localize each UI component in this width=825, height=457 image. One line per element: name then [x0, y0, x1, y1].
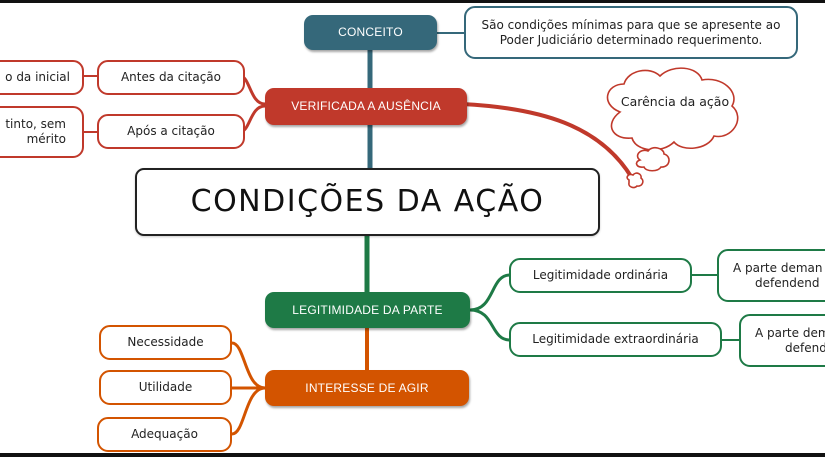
interesse-node[interactable]: INTERESSE DE AGIR [265, 370, 469, 406]
apos-result-line1: tinto, sem [5, 117, 66, 131]
antes-result-node[interactable]: o da inicial [0, 60, 84, 95]
link-adequacao [231, 386, 266, 436]
adequacao-node[interactable]: Adequação [97, 417, 232, 452]
link-cloud [460, 102, 634, 180]
link-ordinaria [469, 273, 511, 312]
extra-desc-line1: A parte dem [755, 325, 825, 340]
conceito-definition-line2: Poder Judiciário determinado requeriment… [499, 32, 763, 47]
ausencia-node[interactable]: VERIFICADA A AUSÊNCIA [265, 88, 467, 125]
bottom-border [0, 453, 825, 457]
utilidade-node[interactable]: Utilidade [99, 370, 232, 405]
extra-desc-node[interactable]: A parte dem defend [739, 314, 825, 367]
ordinaria-desc-line2: defendend [755, 275, 820, 290]
cloud-shape [606, 67, 739, 189]
extra-desc-line2: defend [785, 340, 825, 355]
apos-result-line2: mérito [26, 132, 66, 146]
conceito-node[interactable]: CONCEITO [304, 15, 437, 50]
legitimidade-node[interactable]: LEGITIMIDADE DA PARTE [265, 292, 470, 328]
ordinaria-desc-line1: A parte deman [733, 260, 823, 275]
conceito-definition-line1: São condições mínimas para que se aprese… [481, 17, 781, 32]
legitimidade-extraordinaria-node[interactable]: Legitimidade extraordinária [509, 322, 722, 357]
carencia-cloud-label[interactable]: Carência da ação [620, 94, 730, 109]
legitimidade-ordinaria-node[interactable]: Legitimidade ordinária [509, 258, 692, 293]
antes-citacao-node[interactable]: Antes da citação [97, 60, 245, 95]
apos-citacao-node[interactable]: Após a citação [97, 114, 245, 149]
conceito-definition[interactable]: São condições mínimas para que se aprese… [464, 6, 798, 59]
necessidade-node[interactable]: Necessidade [99, 325, 232, 360]
link-extraordinaria [469, 308, 511, 342]
ordinaria-desc-node[interactable]: A parte deman defendend [717, 249, 825, 302]
apos-result-node[interactable]: tinto, sem mérito [0, 106, 84, 158]
top-border [0, 0, 825, 3]
central-topic[interactable]: CONDIÇÕES DA AÇÃO [135, 168, 600, 236]
link-necessidade [231, 341, 266, 390]
